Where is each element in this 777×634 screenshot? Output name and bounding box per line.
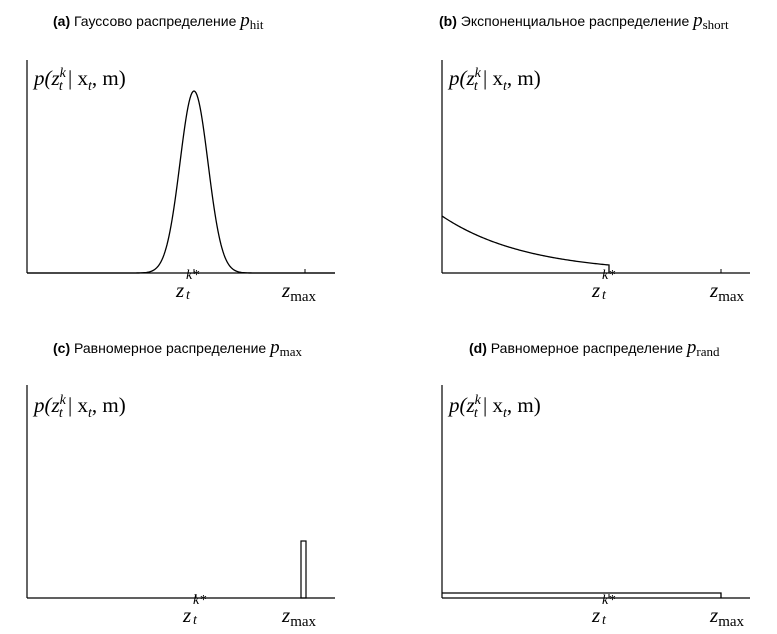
panel-c-title: (c) Равномерное распределение pmax — [53, 337, 303, 361]
panel-b-tick-label-zmax: zmax — [710, 278, 745, 305]
panel-c-tick-label-zmax: zmax — [282, 603, 317, 630]
panel-d-label: (d) — [469, 340, 487, 356]
panel-b-ylabel: p(zkt | xt, m) — [449, 66, 541, 95]
panel-c-title-text: Равномерное распределение — [74, 340, 267, 356]
panel-a-symbol-sub: hit — [249, 17, 264, 32]
panel-a-ylabel: p(zkt | xt, m) — [34, 66, 126, 95]
panel-d-title: (d) Равномерное распределение prand — [469, 337, 720, 361]
panel-d-symbol: p — [686, 337, 697, 358]
panel-d-tick-label-zmax: zmax — [710, 603, 745, 630]
panel-b-title: (b) Экспоненциальное распределение pshor… — [439, 10, 729, 34]
panel-d-uniform-line — [442, 592, 722, 598]
panel-d-symbol-sub: rand — [696, 344, 720, 359]
panel-a-symbol: p — [240, 10, 250, 31]
panel-d-title-text: Равномерное распределение — [490, 340, 683, 356]
panel-b-symbol-sub: short — [702, 17, 729, 32]
panel-c-symbol: p — [270, 337, 280, 358]
panel-b-label: (b) — [439, 13, 457, 29]
panel-a-label: (a) — [53, 13, 71, 29]
panel-c-ylabel: p(zkt | xt, m) — [34, 393, 126, 422]
panel-b-exponential-curve — [441, 215, 610, 273]
panel-a-tick-label-zmax: zmax — [282, 278, 317, 305]
panel-d-ylabel: p(zkt | xt, m) — [449, 393, 541, 422]
panel-b-title-text: Экспоненциальное распределение — [460, 13, 690, 29]
panel-a-title: (a) Гауссово распределение phit — [53, 10, 264, 34]
panel-a-title-text: Гауссово распределение — [74, 13, 237, 29]
panel-a-gaussian-curve — [27, 90, 335, 274]
panel-c-symbol-sub: max — [279, 344, 303, 359]
panel-c-max-spike — [300, 540, 307, 599]
panel-c-label: (c) — [53, 340, 71, 356]
panel-b-symbol: p — [693, 10, 703, 31]
